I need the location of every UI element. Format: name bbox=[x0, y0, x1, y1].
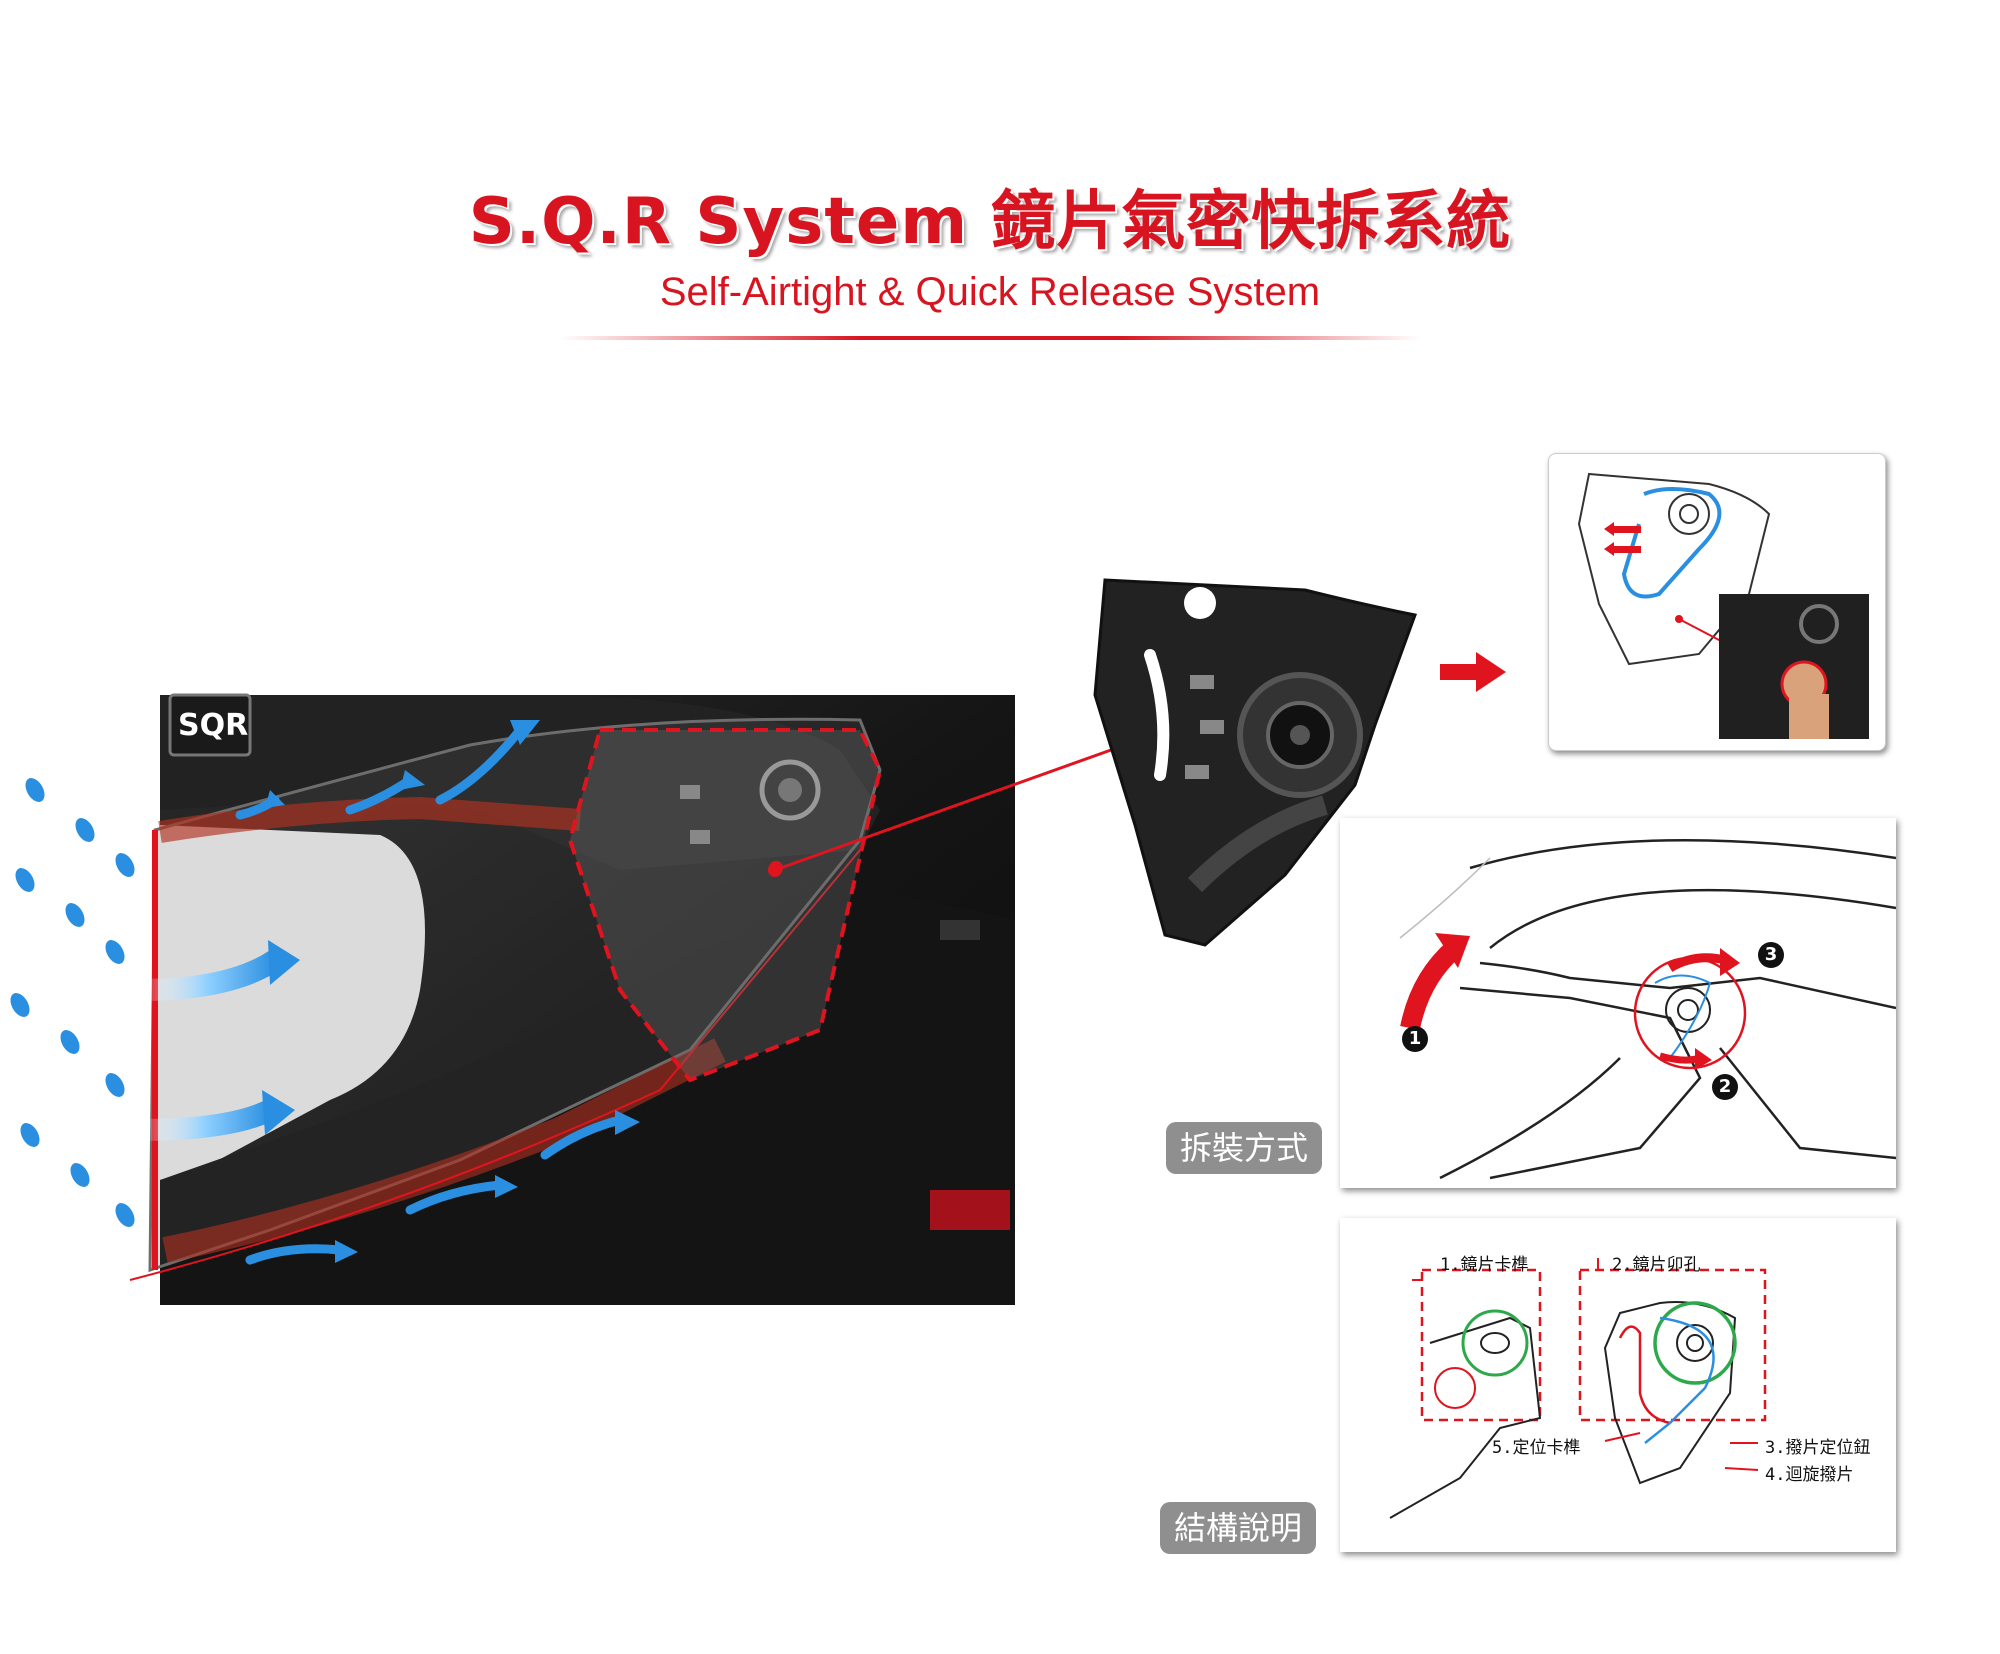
brand-logo: SQR bbox=[168, 693, 252, 757]
brand-logo-text: SQR bbox=[178, 708, 248, 743]
release-detail-drawing bbox=[1577, 472, 1869, 739]
install-method-panel: 1 2 3 bbox=[1340, 818, 1896, 1188]
structure-tag: 結構說明 bbox=[1160, 1502, 1317, 1554]
install-method-drawing bbox=[1399, 838, 1896, 1180]
side-mount-part bbox=[1093, 578, 1418, 947]
label-rotary-lever: 4.迴旋撥片 bbox=[1765, 1465, 1854, 1485]
helmet-photo: SQR bbox=[10, 693, 1015, 1305]
step-2-badge: 2 bbox=[1712, 1074, 1738, 1100]
structure-panel: 1.鏡片卡榫 2.鏡片卯孔 3.撥片定位鈕 4.迴旋撥片 5.定位卡榫 bbox=[1340, 1218, 1896, 1552]
page-subtitle: Self-Airtight & Quick Release System bbox=[659, 270, 1321, 314]
release-detail-panel bbox=[1548, 453, 1886, 751]
step-3-badge: 3 bbox=[1758, 942, 1784, 968]
label-lever-pin: 3.撥片定位鈕 bbox=[1765, 1438, 1871, 1458]
page-title: S.Q.R System 鏡片氣密快拆系統 bbox=[468, 185, 1512, 259]
install-method-tag: 拆裝方式 bbox=[1166, 1122, 1323, 1174]
arrow-right-icon bbox=[1440, 652, 1506, 692]
label-locating-tab: 5.定位卡榫 bbox=[1492, 1438, 1581, 1458]
label-lens-hole: 2.鏡片卯孔 bbox=[1612, 1255, 1701, 1275]
title-divider bbox=[560, 336, 1420, 340]
structure-drawing bbox=[1389, 1258, 1767, 1519]
label-lens-tab: 1.鏡片卡榫 bbox=[1440, 1255, 1529, 1275]
step-1-badge: 1 bbox=[1402, 1026, 1428, 1052]
